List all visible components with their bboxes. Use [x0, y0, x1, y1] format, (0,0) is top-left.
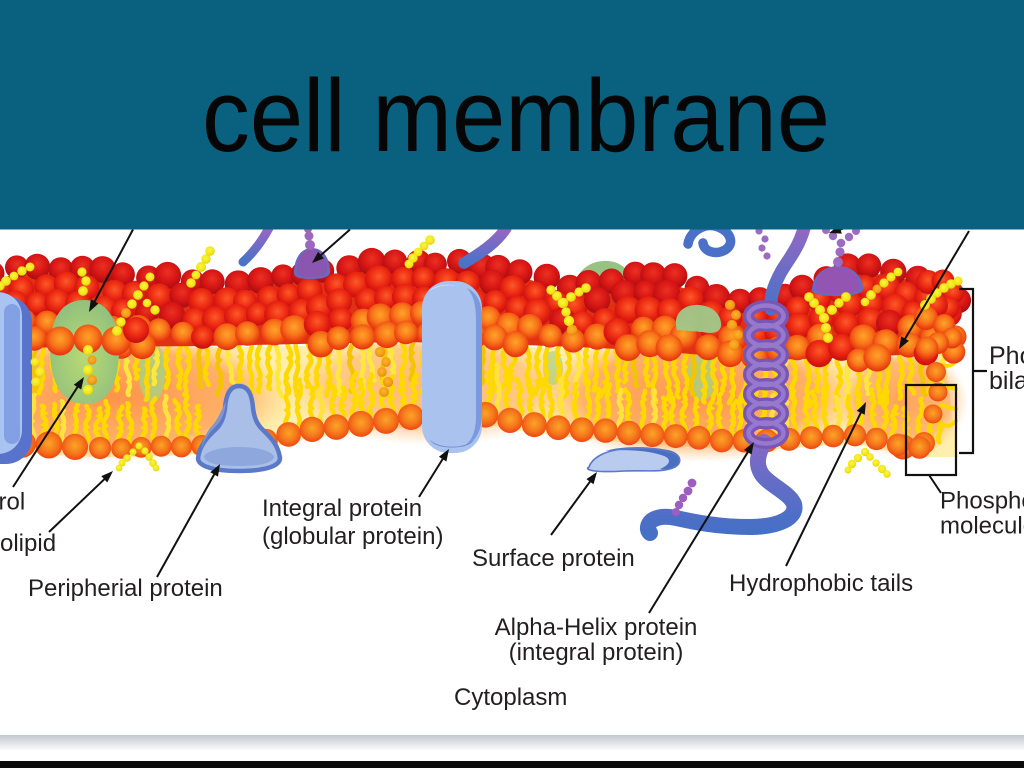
svg-text:Integral protein: Integral protein: [262, 495, 422, 522]
svg-text:olipid: olipid: [0, 530, 56, 557]
svg-text:rol: rol: [0, 489, 25, 516]
svg-text:bilayer: bilayer: [989, 367, 1024, 395]
svg-text:Alpha-Helix protein: Alpha-Helix protein: [495, 614, 698, 641]
svg-text:cell membrane: cell membrane: [202, 58, 830, 173]
svg-text:Peripherial protein: Peripherial protein: [28, 575, 223, 602]
svg-text:Cytoplasm: Cytoplasm: [454, 684, 567, 711]
svg-text:Phospholipid: Phospholipid: [940, 488, 1024, 515]
svg-text:molecules: molecules: [940, 513, 1024, 540]
svg-text:Hydrophobic tails: Hydrophobic tails: [729, 570, 913, 597]
svg-text:(globular protein): (globular protein): [262, 523, 443, 550]
svg-text:Surface protein: Surface protein: [472, 545, 635, 572]
svg-text:(integral protein): (integral protein): [509, 639, 684, 666]
svg-text:Phospholipid: Phospholipid: [989, 342, 1024, 370]
